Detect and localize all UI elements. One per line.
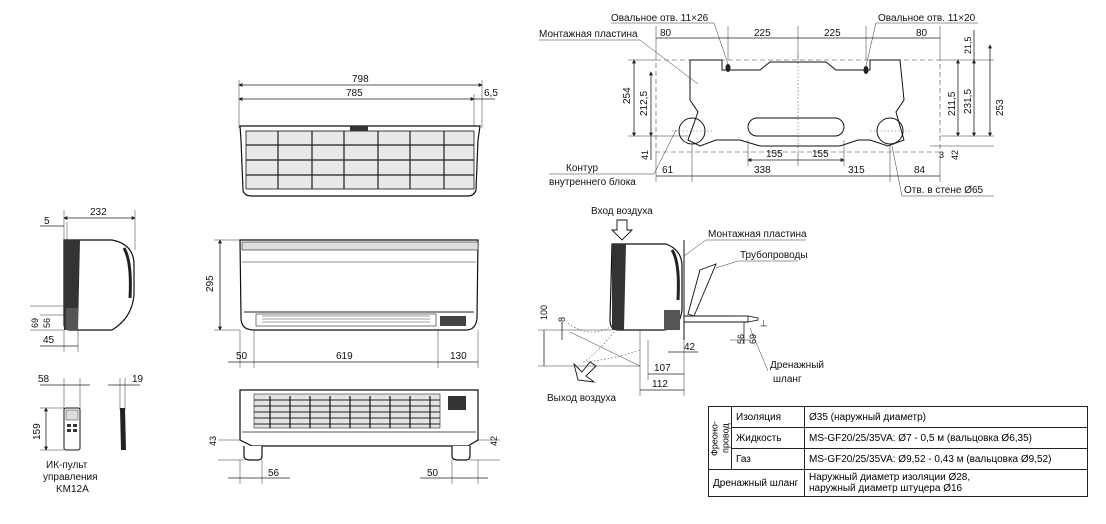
dim-42-inst: 42 bbox=[684, 342, 696, 353]
spec-row-value: Ø35 (наружный диаметр) bbox=[804, 406, 1088, 428]
spec-row-value: MS-GF20/25/35VA: Ø9,52 - 0,43 м (вальцов… bbox=[804, 448, 1088, 470]
dim-3: 3 bbox=[939, 150, 944, 160]
remote-caption-2: управления bbox=[43, 472, 98, 483]
dim-56: 56 bbox=[42, 318, 52, 328]
spec-row-name: Жидкость bbox=[731, 427, 805, 449]
dim-130: 130 bbox=[450, 351, 467, 362]
contour-label-2: внутреннего блока bbox=[549, 176, 636, 188]
spec-drain-value-1: Наружный диаметр изоляции Ø28, bbox=[809, 472, 971, 483]
dim-785: 785 bbox=[346, 88, 363, 99]
drain-cap-mark: ⊢ bbox=[759, 319, 769, 327]
spec-row-name: Изоляция bbox=[731, 406, 805, 428]
dim-231-5: 231,5 bbox=[963, 89, 974, 114]
oval-hole-right-label: Овальное отв. 11×20 bbox=[878, 13, 976, 24]
dim-159: 159 bbox=[32, 423, 43, 440]
dim-798: 798 bbox=[352, 74, 369, 85]
dim-155-r: 155 bbox=[812, 149, 829, 160]
mounting-plate-drawing: Овальное отв. 11×26 Овальное отв. 11×20 … bbox=[539, 13, 1006, 197]
dim-21-5: 21,5 bbox=[963, 36, 973, 54]
side-view: 232 5 69 56 45 bbox=[30, 207, 136, 352]
drain-label-2: шланг bbox=[773, 374, 802, 385]
spec-row-name: Газ bbox=[731, 448, 805, 470]
remote-caption-3: KM12A bbox=[56, 484, 89, 495]
dim-212-5: 212,5 bbox=[639, 91, 650, 116]
dim-42-mp: 42 bbox=[950, 150, 960, 160]
dim-338: 338 bbox=[754, 165, 771, 176]
dim-100: 100 bbox=[539, 305, 549, 320]
dim-8: 8 bbox=[557, 317, 567, 322]
dim-56-b: 56 bbox=[268, 468, 280, 479]
dim-80-l: 80 bbox=[660, 28, 672, 39]
spec-row-value: MS-GF20/25/35VA: Ø7 - 0,5 м (вальцовка Ø… bbox=[804, 427, 1088, 449]
spec-drain-value-2: наружный диаметр штуцера Ø16 bbox=[809, 483, 963, 494]
dim-112: 112 bbox=[652, 379, 668, 390]
dim-50-left: 50 bbox=[236, 351, 248, 362]
installation-view: Вход воздуха Монтажная пластина Трубопро… bbox=[538, 206, 824, 404]
dim-42: 42 bbox=[489, 436, 499, 446]
contour-label-1: Контур bbox=[566, 163, 598, 174]
dim-69: 69 bbox=[30, 318, 40, 328]
bottom-view: 295 50 619 130 bbox=[205, 239, 479, 368]
wall-hole-label: Отв. в стене Ø65 bbox=[904, 185, 984, 196]
dim-619: 619 bbox=[336, 351, 353, 362]
pipes-label: Трубопроводы bbox=[740, 249, 808, 261]
dim-45: 45 bbox=[43, 335, 55, 346]
air-in-label: Вход воздуха bbox=[591, 206, 653, 217]
install-plate-label: Монтажная пластина bbox=[708, 229, 807, 240]
dim-107: 107 bbox=[654, 363, 671, 374]
dim-315: 315 bbox=[848, 165, 865, 176]
dim-50-b: 50 bbox=[427, 468, 439, 479]
dim-19: 19 bbox=[132, 374, 144, 385]
dim-84: 84 bbox=[914, 165, 926, 176]
spec-drain-value: Наружный диаметр изоляции Ø28,наружный д… bbox=[804, 469, 1088, 497]
dim-155-l: 155 bbox=[766, 149, 783, 160]
remote-caption-1: ИК-пульт bbox=[46, 460, 88, 471]
dim-80-r: 80 bbox=[916, 28, 928, 39]
dim-61: 61 bbox=[662, 165, 674, 176]
drain-label-1: Дренажный bbox=[770, 360, 824, 371]
spec-group-label: Фреоно-провод bbox=[708, 406, 732, 470]
mount-plate-label: Монтажная пластина bbox=[539, 29, 638, 40]
dim-232: 232 bbox=[90, 207, 107, 218]
dim-254: 254 bbox=[622, 87, 633, 104]
spec-drain-name: Дренажный шланг bbox=[708, 469, 805, 497]
back-view: 43 42 56 50 bbox=[208, 389, 500, 484]
dim-56-inst: 56 bbox=[736, 334, 746, 344]
dim-225-l: 225 bbox=[754, 28, 771, 39]
dim-225-r: 225 bbox=[824, 28, 841, 39]
dim-43: 43 bbox=[208, 436, 218, 446]
dim-6-5: 6,5 bbox=[484, 88, 498, 99]
dim-295: 295 bbox=[205, 275, 216, 292]
front-view: 798 785 6,5 bbox=[238, 74, 498, 197]
dim-253: 253 bbox=[995, 99, 1006, 116]
dim-211-5: 211,5 bbox=[947, 91, 958, 116]
dim-58: 58 bbox=[38, 374, 50, 385]
dim-41: 41 bbox=[640, 150, 650, 160]
oval-hole-left-label: Овальное отв. 11×26 bbox=[611, 13, 709, 24]
remote-drawing: 58 159 19 ИК-пульт управления KM12A bbox=[32, 374, 144, 495]
dim-69-inst: 69 bbox=[748, 334, 758, 344]
air-out-label: Выход воздуха bbox=[547, 393, 616, 404]
dim-5: 5 bbox=[44, 216, 50, 227]
spec-table: Фреоно-провод Изоляция Ø35 (наружный диа… bbox=[708, 406, 1088, 497]
